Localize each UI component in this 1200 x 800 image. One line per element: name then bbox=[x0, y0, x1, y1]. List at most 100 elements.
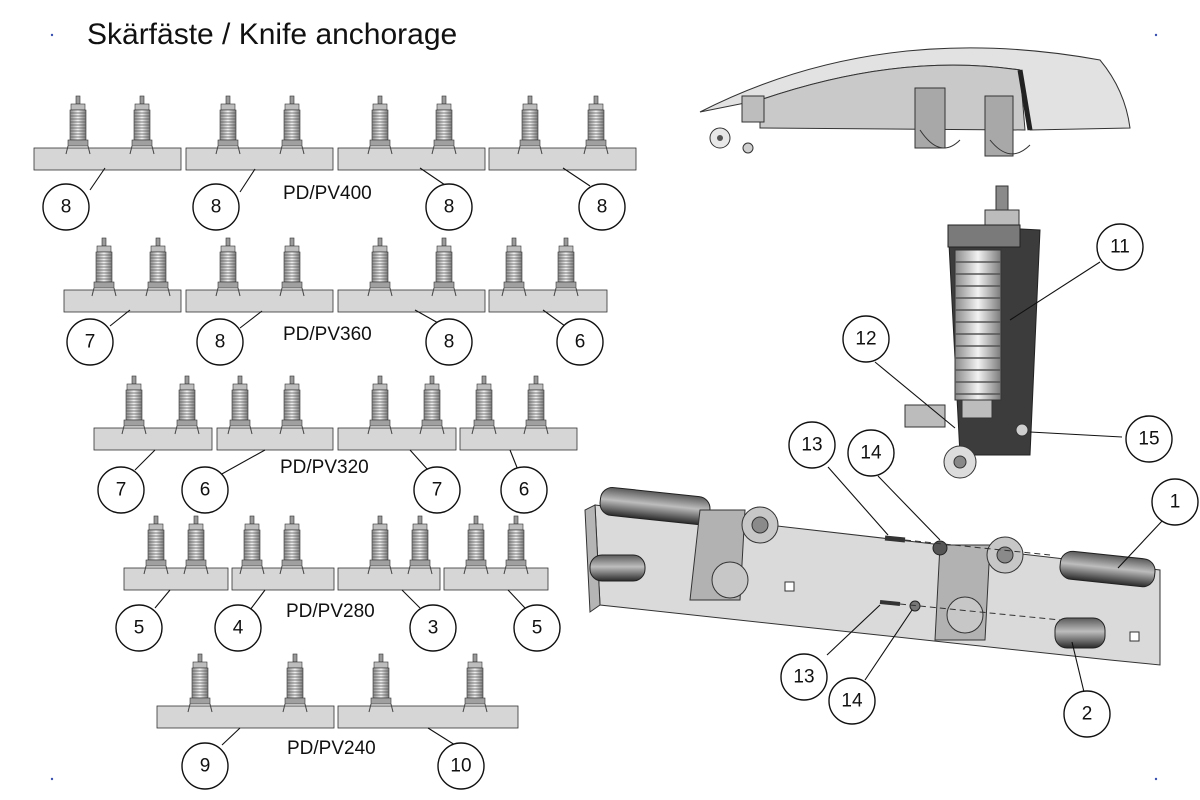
spring-unit bbox=[431, 95, 457, 155]
leader-line bbox=[864, 609, 913, 681]
row-pdpv360-assembly bbox=[63, 237, 608, 313]
callout-badge: 8 bbox=[42, 183, 90, 231]
svg-text:13: 13 bbox=[793, 667, 814, 688]
spring-unit bbox=[463, 515, 489, 575]
callout-badge: 13 bbox=[780, 653, 828, 701]
spring-unit bbox=[239, 515, 265, 575]
leader-line bbox=[239, 310, 263, 329]
svg-text:7: 7 bbox=[116, 480, 127, 501]
knife-bar bbox=[337, 427, 457, 451]
spring-unit bbox=[279, 95, 305, 155]
knife-bar bbox=[123, 567, 229, 591]
page-title: Skärfäste / Knife anchorage bbox=[87, 18, 458, 51]
spring-unit bbox=[227, 375, 253, 435]
leader-line bbox=[1009, 261, 1101, 321]
spring-unit bbox=[367, 375, 393, 435]
knife-bar bbox=[443, 567, 549, 591]
spring-unit bbox=[419, 375, 445, 435]
knife-bar bbox=[33, 147, 182, 171]
svg-text:11: 11 bbox=[1110, 237, 1130, 258]
knife-bar bbox=[488, 289, 608, 313]
spring-unit bbox=[367, 515, 393, 575]
row-pdpv400-assembly bbox=[33, 95, 637, 171]
spring-unit bbox=[367, 237, 393, 297]
model-label-pdpv360: PD/PV360 bbox=[283, 324, 372, 345]
leader-line bbox=[409, 449, 429, 471]
spring-unit bbox=[583, 95, 609, 155]
callout-badge: 7 bbox=[66, 318, 114, 366]
model-label-pdpv240: PD/PV240 bbox=[287, 738, 376, 759]
spring-unit bbox=[501, 237, 527, 297]
svg-text:3: 3 bbox=[428, 618, 439, 639]
bracket-detail-illustration bbox=[584, 487, 1161, 666]
svg-text:7: 7 bbox=[85, 332, 96, 353]
svg-text:8: 8 bbox=[215, 332, 226, 353]
callout-badge: 1 bbox=[1151, 478, 1199, 526]
leader-line bbox=[134, 449, 156, 471]
leader-line bbox=[401, 589, 421, 609]
leader-line bbox=[827, 466, 889, 536]
spring-unit bbox=[91, 237, 117, 297]
spring-unit bbox=[407, 515, 433, 575]
callout-badge: 7 bbox=[413, 466, 461, 514]
spring-unit bbox=[183, 515, 209, 575]
knife-bar bbox=[63, 289, 182, 313]
svg-text:6: 6 bbox=[519, 480, 530, 501]
svg-text:2: 2 bbox=[1082, 704, 1093, 725]
spring-unit bbox=[282, 653, 308, 713]
svg-text:9: 9 bbox=[200, 756, 211, 777]
knife-bar bbox=[185, 147, 334, 171]
leader-line bbox=[1071, 641, 1085, 693]
row-pdpv240-assembly bbox=[156, 653, 519, 729]
leader-line bbox=[419, 167, 446, 186]
svg-text:8: 8 bbox=[597, 197, 608, 218]
callout-badge: 15 bbox=[1125, 415, 1173, 463]
callout-badge: 6 bbox=[181, 466, 229, 514]
svg-text:5: 5 bbox=[532, 618, 543, 639]
leader-line bbox=[239, 168, 256, 193]
leader-line bbox=[89, 167, 106, 191]
svg-text:6: 6 bbox=[200, 480, 211, 501]
leader-line bbox=[877, 475, 941, 541]
knife-bar bbox=[156, 705, 335, 729]
spring-unit bbox=[523, 375, 549, 435]
spring-unit bbox=[471, 375, 497, 435]
callout-badge: 2 bbox=[1063, 690, 1111, 738]
callout-badge: 12 bbox=[842, 315, 890, 363]
corner-dot bbox=[50, 33, 54, 37]
spring-unit bbox=[215, 95, 241, 155]
model-label-pdpv280: PD/PV280 bbox=[286, 601, 375, 622]
spring-unit bbox=[121, 375, 147, 435]
leader-line bbox=[826, 604, 881, 656]
callout-badge: 8 bbox=[425, 318, 473, 366]
callout-badge: 7 bbox=[97, 466, 145, 514]
leader-line bbox=[221, 727, 241, 746]
leader-line bbox=[219, 449, 266, 476]
svg-text:15: 15 bbox=[1138, 429, 1159, 450]
spring-unit bbox=[279, 375, 305, 435]
callout-badge: 6 bbox=[556, 318, 604, 366]
housing-detail-illustration bbox=[699, 47, 1131, 157]
svg-text:6: 6 bbox=[575, 332, 586, 353]
leader-line bbox=[1117, 519, 1164, 569]
callout-badge: 14 bbox=[828, 677, 876, 725]
knife-bar bbox=[488, 147, 637, 171]
svg-text:8: 8 bbox=[61, 197, 72, 218]
spring-unit bbox=[431, 237, 457, 297]
leader-line bbox=[109, 309, 131, 327]
callout-badge: 6 bbox=[500, 466, 548, 514]
knife-bar bbox=[337, 705, 519, 729]
svg-text:14: 14 bbox=[841, 691, 863, 712]
spring-unit bbox=[174, 375, 200, 435]
leader-line bbox=[154, 589, 171, 609]
callout-badge: 3 bbox=[409, 604, 457, 652]
row-pdpv320-assembly bbox=[93, 375, 578, 451]
callout-badge: 5 bbox=[115, 604, 163, 652]
callout-badge: 8 bbox=[192, 183, 240, 231]
callout-badge: 9 bbox=[181, 742, 229, 790]
leader-line bbox=[249, 589, 266, 611]
callout-badge: 8 bbox=[425, 183, 473, 231]
leader-line bbox=[1029, 431, 1123, 438]
model-label-pdpv400: PD/PV400 bbox=[283, 183, 372, 204]
